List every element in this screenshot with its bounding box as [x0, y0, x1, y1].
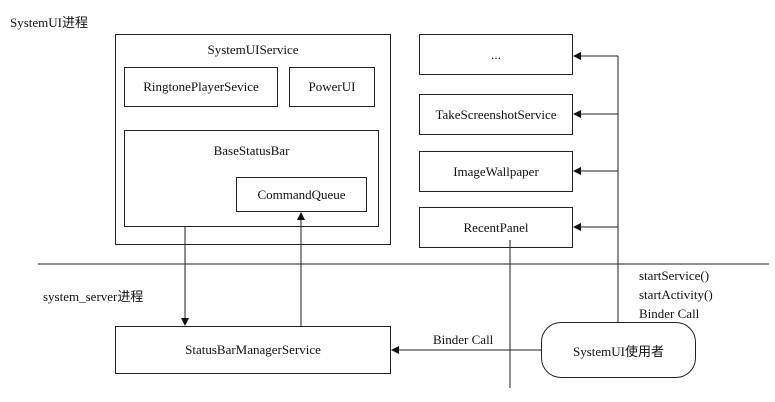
user-action-start-service: startService()	[639, 268, 710, 283]
recent-panel-box: RecentPanel	[419, 207, 573, 248]
systemui-process-label: SystemUI进程	[10, 15, 89, 30]
ringtone-player-service-box: RingtonePlayerSevice	[124, 67, 278, 107]
system-server-process-label: system_server进程	[43, 289, 144, 304]
systemui-service-title: SystemUIService	[207, 42, 299, 57]
binder-call-label: Binder Call	[433, 332, 494, 347]
take-screenshot-service-box: TakeScreenshotService	[419, 94, 573, 135]
user-action-binder-call: Binder Call	[639, 306, 700, 321]
powerui-box: PowerUI	[289, 67, 375, 107]
user-action-start-activity: startActivity()	[639, 287, 713, 302]
image-wallpaper-box: ImageWallpaper	[419, 151, 573, 192]
systemui-user-box: SystemUI使用者	[541, 322, 696, 378]
status-bar-manager-service-box: StatusBarManagerService	[115, 326, 391, 374]
command-queue-box: CommandQueue	[236, 177, 367, 212]
base-status-bar-title: BaseStatusBar	[213, 143, 290, 158]
ellipsis-component-box: ...	[419, 34, 573, 75]
